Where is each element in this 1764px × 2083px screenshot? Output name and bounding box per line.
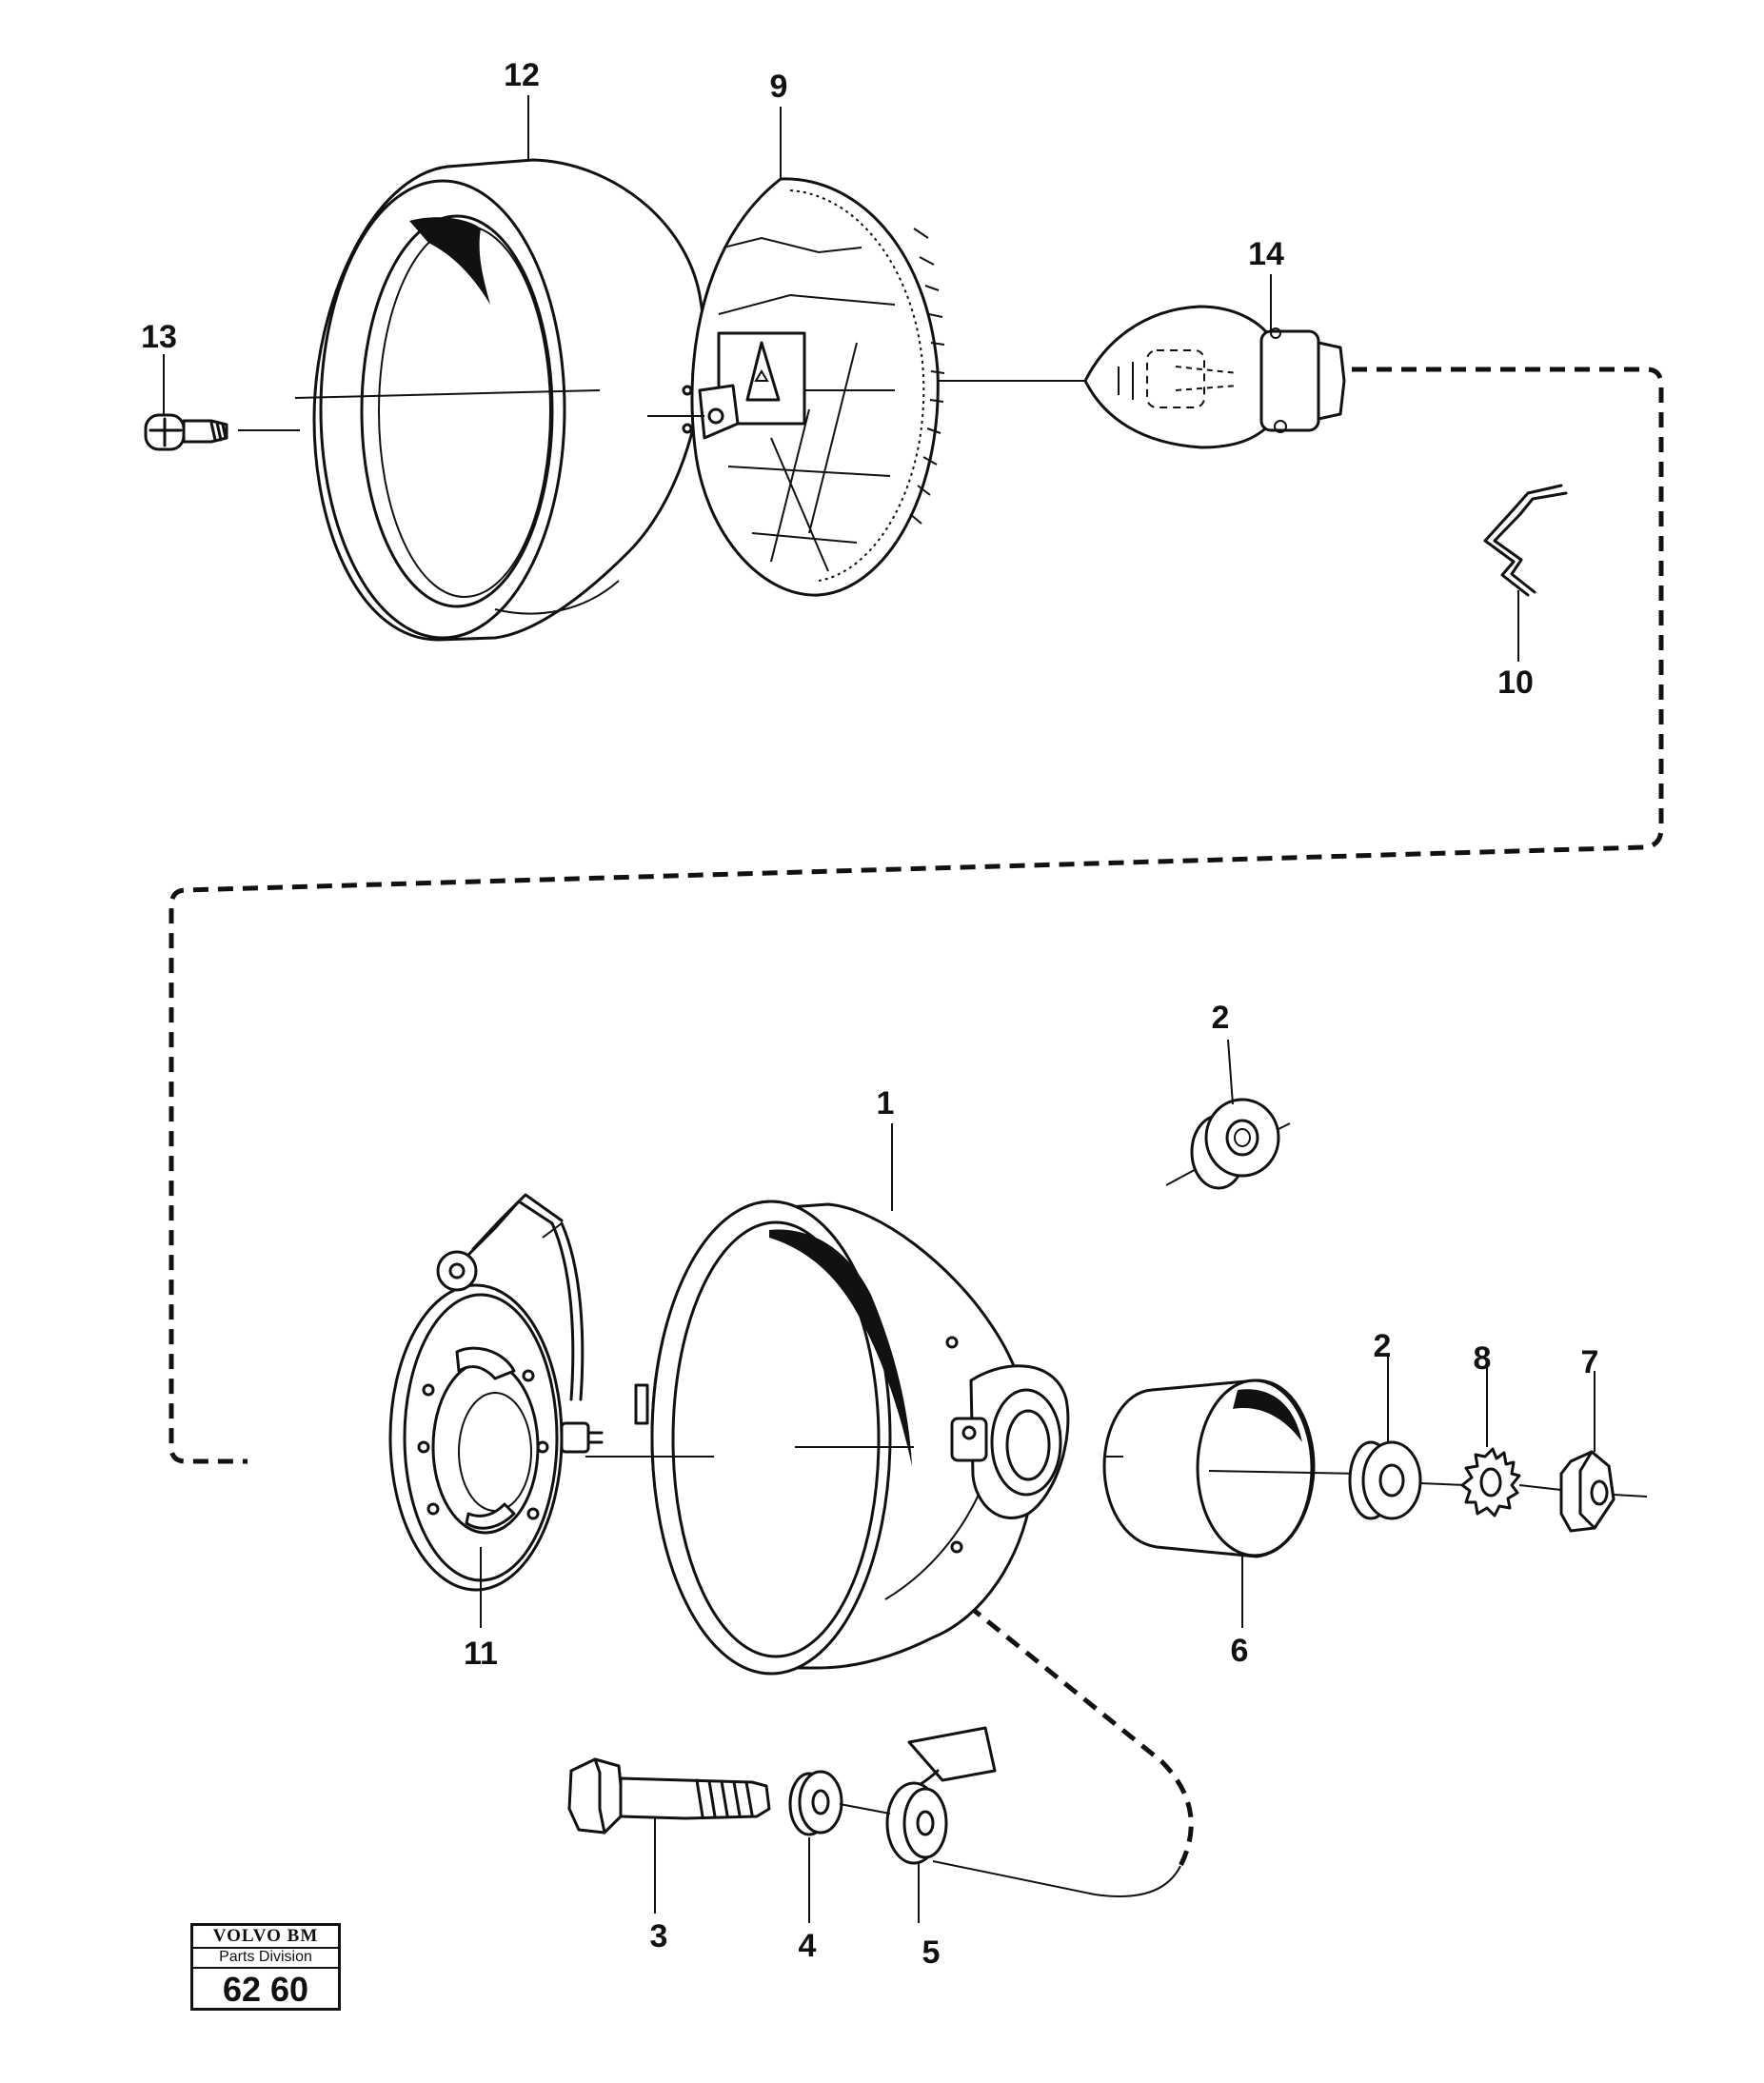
wire-dashed-top: [168, 367, 1664, 1464]
part-9-reflector: [647, 177, 1085, 597]
part-1-housing: [585, 1123, 1070, 1676]
callout-3: 3: [650, 1918, 668, 1954]
callout-13: 13: [141, 319, 177, 355]
callout-6: 6: [1231, 1633, 1249, 1669]
callout-10: 10: [1497, 665, 1534, 701]
part-6-sleeve: [1102, 1379, 1362, 1628]
part-2-grommet-top: [1165, 1098, 1291, 1190]
callout-2-right: 2: [1374, 1328, 1392, 1364]
part-8-lock-washer: [1460, 1366, 1562, 1518]
part-13-screw: [144, 413, 300, 451]
stamp-division: Parts Division: [193, 1948, 338, 1969]
wire-solid-loop: [932, 1860, 1181, 1897]
callout-12: 12: [504, 57, 540, 93]
part-5-cable-eye: [839, 1726, 997, 1923]
volvo-bm-stamp: VOLVO BM Parts Division 62 60: [190, 1923, 341, 2011]
part-10-clip: [1483, 484, 1568, 662]
wire-dashed-bottom: [793, 1464, 1194, 1868]
part-7-nut: [1559, 1371, 1648, 1533]
stamp-number: 62 60: [222, 1970, 309, 2009]
part-3-bolt: [567, 1757, 771, 1914]
part-4-washer: [788, 1770, 843, 1923]
callout-11: 11: [464, 1636, 498, 1672]
stamp-brand: VOLVO BM: [193, 1926, 338, 1949]
callout-5: 5: [922, 1934, 941, 1971]
callout-14: 14: [1248, 236, 1284, 272]
part-2-grommet-right: [1348, 1357, 1467, 1520]
part-14-bulb: [1083, 305, 1346, 449]
part-11-bulb-holder: [388, 1193, 604, 1628]
callout-2-top: 2: [1212, 1000, 1230, 1036]
callout-9: 9: [770, 69, 788, 105]
callout-4: 4: [799, 1928, 817, 1964]
callout-7: 7: [1581, 1344, 1599, 1380]
callout-1: 1: [877, 1085, 895, 1121]
part-12-rim: [294, 158, 706, 642]
callout-8: 8: [1474, 1340, 1492, 1377]
